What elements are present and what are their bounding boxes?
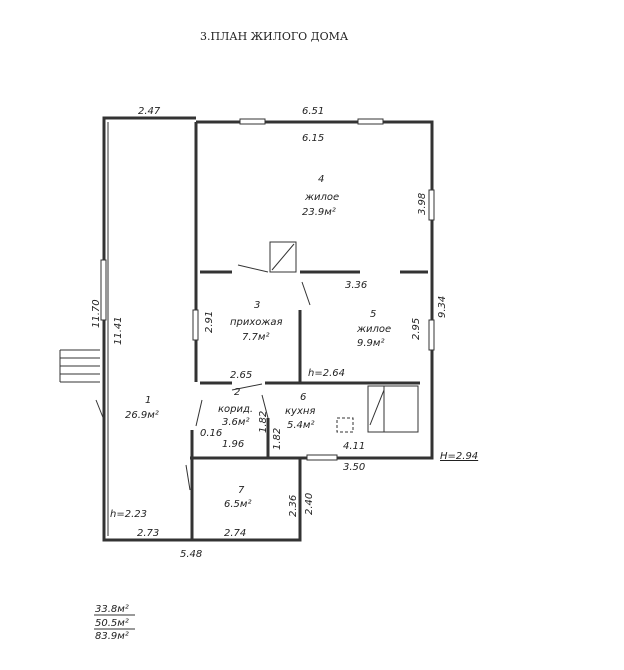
dim: 0.16 [200, 428, 222, 439]
dim: 2.36 [288, 495, 299, 517]
ceiling-height: h=2.23 [110, 509, 147, 520]
room-4-area: 23.9м² [302, 207, 336, 218]
room-2-area: 3.6м² [222, 417, 249, 428]
dim: 1.96 [222, 439, 244, 450]
dim: 3.98 [417, 193, 428, 215]
building-height: H=2.94 [440, 451, 478, 462]
chimney [269, 241, 297, 273]
window [306, 454, 338, 461]
room-1-num: 1 [145, 395, 151, 406]
window [428, 319, 435, 351]
room-4-name: жилое [304, 192, 339, 203]
dim: 11.41 [113, 316, 124, 345]
dim: 2.95 [411, 318, 422, 340]
ceiling-height: h=2.64 [308, 368, 345, 379]
dim: 11.70 [91, 299, 102, 328]
window [100, 259, 107, 321]
stove [367, 385, 419, 433]
area-totals: 33.8м² 50.5м² 83.9м² [94, 604, 135, 642]
room-3-name: прихожая [230, 317, 283, 328]
room-7-num: 7 [238, 485, 245, 496]
room-1-area: 26.9м² [125, 410, 159, 421]
porch-steps [59, 349, 100, 383]
dim: 1.82 [272, 428, 283, 450]
room-labels: 1 26.9м² 2 корид. 3.6м² 3 прихожая 7.7м²… [125, 174, 391, 510]
room-4-num: 4 [318, 174, 324, 185]
dim: 6.15 [302, 133, 324, 144]
dim: 2.47 [138, 106, 161, 117]
dim: 9.34 [437, 296, 448, 318]
sink [336, 417, 354, 433]
dim: 3.50 [343, 462, 365, 473]
dim: 2.74 [224, 528, 246, 539]
total-auxiliary: 50.5м² [95, 618, 129, 629]
room-5-area: 9.9м² [357, 338, 384, 349]
window [239, 118, 266, 125]
dim: 5.48 [180, 549, 202, 560]
window [428, 189, 435, 221]
room-3-area: 7.7м² [242, 332, 269, 343]
dim: 2.65 [230, 370, 252, 381]
dim: 6.51 [302, 106, 324, 117]
dim: 2.40 [304, 493, 315, 515]
plan-title: 3.ПЛАН ЖИЛОГО ДОМА [200, 30, 349, 43]
dim: 2.73 [137, 528, 159, 539]
dim: 2.91 [204, 311, 215, 333]
room-7-area: 6.5м² [224, 499, 251, 510]
room-2-num: 2 [234, 387, 240, 398]
room-2-name: корид. [218, 404, 253, 415]
room-6-num: 6 [300, 392, 306, 403]
dim: 4.11 [343, 441, 365, 452]
total-living: 33.8м² [95, 604, 129, 615]
room-6-area: 5.4м² [287, 420, 314, 431]
room-5-name: жилое [356, 324, 391, 335]
room-5-num: 5 [370, 309, 376, 320]
room-3-num: 3 [254, 300, 260, 311]
dimensions: 2.47 6.51 6.15 3.98 3.36 9.34 11.70 11.4… [91, 106, 478, 560]
dim: 3.36 [345, 280, 367, 291]
room-6-name: кухня [285, 406, 315, 417]
walls [59, 116, 435, 542]
total-area: 83.9м² [95, 631, 129, 642]
window [357, 118, 384, 125]
dim: 1.82 [258, 411, 269, 433]
window [192, 309, 199, 341]
